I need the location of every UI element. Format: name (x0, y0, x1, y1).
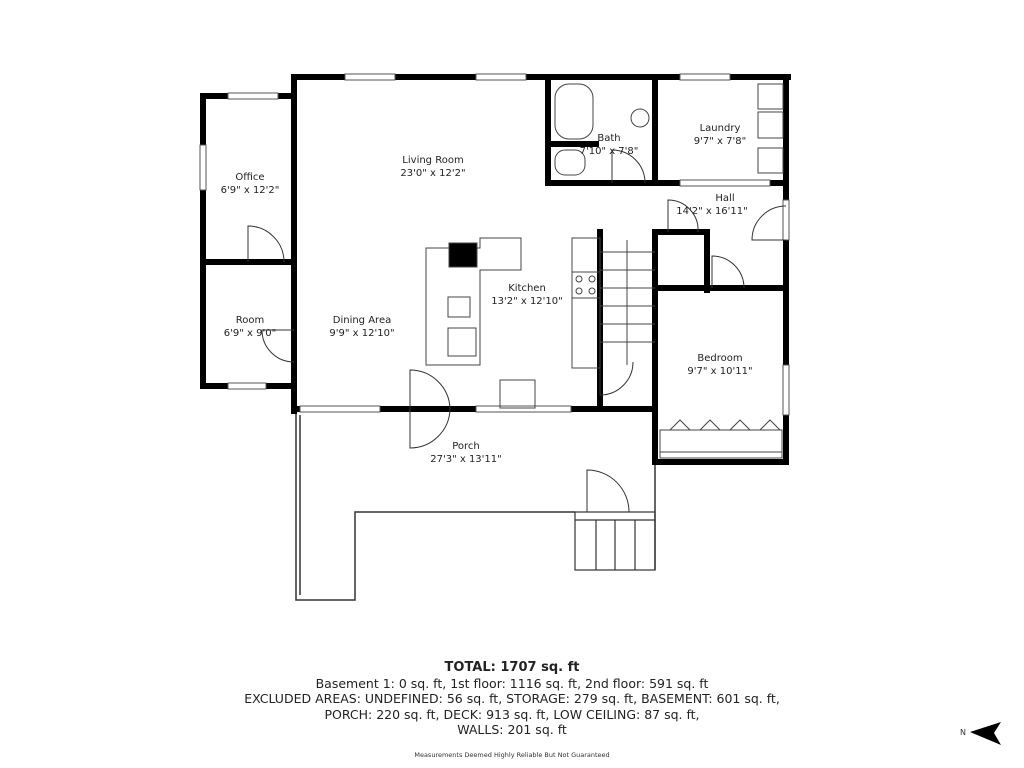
room-size: 27'3" x 13'11" (430, 454, 502, 465)
porch-stairs (574, 511, 656, 571)
room-name: Bedroom (697, 353, 742, 364)
room-size: 7'10" x 7'8" (580, 146, 639, 157)
summary-line: EXCLUDED AREAS: UNDEFINED: 56 sq. ft, ST… (244, 691, 780, 706)
porch-outline (295, 409, 656, 601)
room-name: Hall (715, 193, 734, 204)
stairs (600, 240, 655, 365)
toilet (554, 149, 586, 176)
compass-label: N (960, 728, 966, 737)
room-name: Living Room (402, 155, 463, 166)
total-area: TOTAL: 1707 sq. ft (444, 660, 580, 675)
room-size: 13'2" x 12'10" (491, 296, 563, 307)
area-summary: TOTAL: 1707 sq. ft Basement 1: 0 sq. ft,… (0, 660, 1024, 763)
compass: N (960, 722, 1001, 745)
walls (200, 74, 791, 465)
sink (630, 108, 650, 128)
summary-line: Basement 1: 0 sq. ft, 1st floor: 1116 sq… (315, 675, 709, 691)
room-size: 9'9" x 12'10" (329, 328, 394, 339)
room-size: 6'9" x 12'2" (221, 185, 280, 196)
room-name: Office (235, 172, 264, 183)
summary-line: WALLS: 201 sq. ft (457, 722, 567, 737)
room-size: 9'7" x 10'11" (687, 366, 752, 377)
stove (571, 271, 601, 299)
disclaimer: Measurements Deemed Highly Reliable But … (414, 750, 610, 759)
room-name: Kitchen (508, 283, 546, 294)
room-name: Dining Area (333, 315, 391, 326)
bathtub (554, 83, 594, 140)
room-size: 6'9" x 9'0" (224, 328, 276, 339)
room-size: 14'2" x 16'11" (676, 206, 748, 217)
north-arrow-icon (970, 722, 1001, 745)
room-name: Bath (597, 133, 620, 144)
doors (247, 149, 787, 513)
room-name: Room (236, 315, 264, 326)
fixtures (425, 83, 784, 459)
room-labels: Living Room 23'0" x 12'2" Office 6'9" x … (221, 123, 753, 465)
windows (199, 73, 790, 416)
room-name: Laundry (700, 123, 741, 134)
room-size: 9'7" x 7'8" (694, 136, 746, 147)
summary-line: PORCH: 220 sq. ft, DECK: 913 sq. ft, LOW… (324, 706, 700, 722)
room-name: Porch (452, 441, 480, 452)
kitchen-island (425, 237, 522, 366)
room-size: 23'0" x 12'2" (400, 168, 465, 179)
